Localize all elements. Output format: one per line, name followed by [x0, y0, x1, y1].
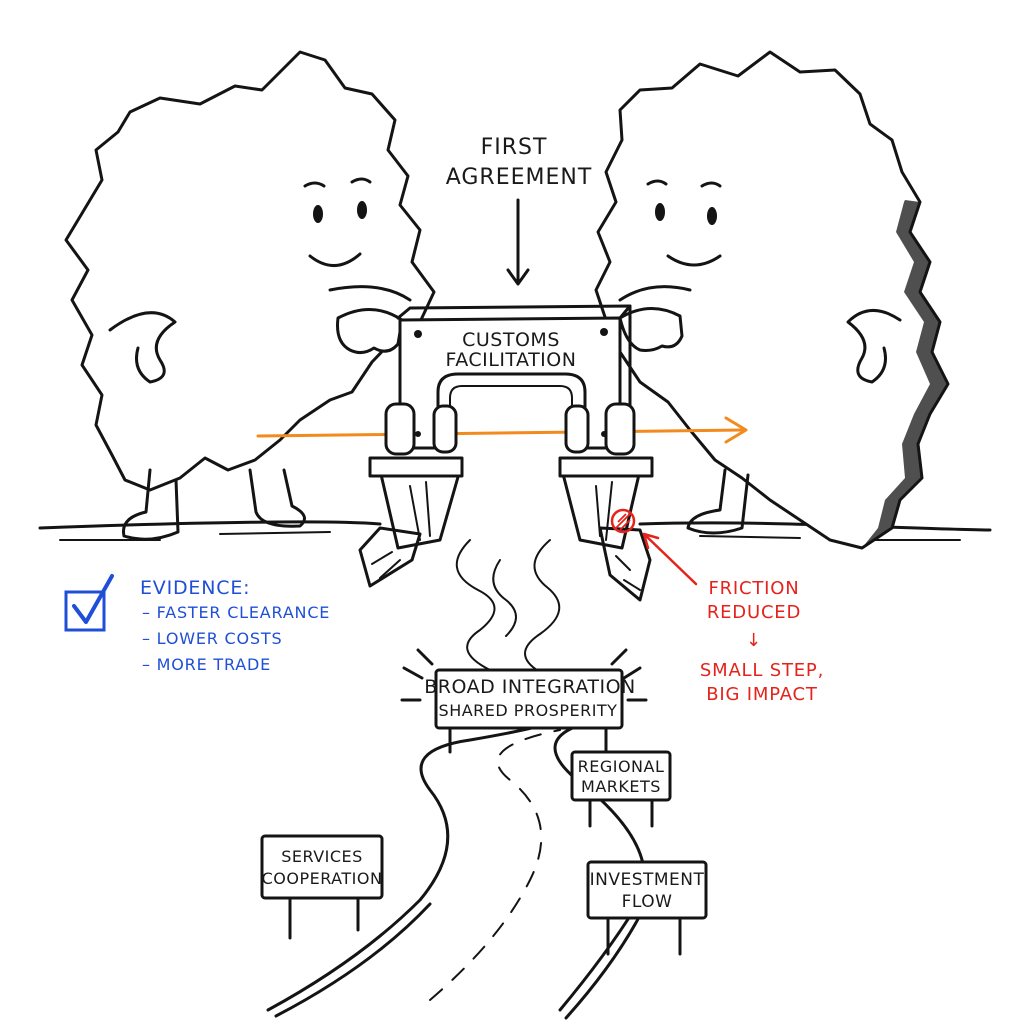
friction-line1: FRICTION: [708, 578, 799, 599]
regional-markets-sign: REGIONAL MARKETS: [570, 750, 672, 828]
evidence-title: EVIDENCE:: [140, 577, 250, 599]
regional-sign-line2: MARKETS: [581, 777, 661, 796]
friction-marker-icon: [610, 508, 636, 534]
bridge-label-line2: FACILITATION: [446, 349, 577, 371]
evidence-item: – FASTER CLEARANCE: [142, 603, 330, 622]
first-agreement-line1: FIRST: [481, 135, 548, 160]
services-cooperation-sign: SERVICES COOPERATION: [260, 834, 384, 940]
bridge-label-line1: CUSTOMS: [462, 329, 560, 351]
first-agreement-callout: FIRST AGREEMENT: [446, 135, 593, 286]
customs-bridge: CUSTOMS FACILITATION: [368, 304, 654, 550]
evidence-checklist: EVIDENCE: – FASTER CLEARANCE – LOWER COS…: [64, 574, 330, 674]
friction-line2: REDUCED: [707, 602, 801, 623]
services-sign-line1: SERVICES: [281, 847, 363, 866]
friction-line3: SMALL STEP,: [700, 660, 824, 681]
down-arrow-icon: [506, 198, 530, 286]
investment-sign-line2: FLOW: [622, 892, 673, 912]
first-agreement-line2: AGREEMENT: [446, 165, 593, 190]
friction-line4: BIG IMPACT: [706, 684, 818, 705]
investment-flow-sign: INVESTMENT FLOW: [586, 860, 708, 956]
checkbox-check-icon: [64, 590, 106, 632]
evidence-item: – MORE TRADE: [142, 655, 271, 674]
services-sign-line2: COOPERATION: [262, 869, 383, 888]
river: [358, 526, 652, 673]
friction-callout: FRICTION REDUCED ↓ SMALL STEP, BIG IMPAC…: [610, 508, 824, 705]
goal-sign-line1: BROAD INTEGRATION: [424, 676, 636, 698]
regional-sign-line1: REGIONAL: [578, 757, 665, 776]
right-country-character: [594, 50, 950, 550]
goal-sign-line2: SHARED PROSPERITY: [439, 701, 618, 720]
goal-sign: BROAD INTEGRATION SHARED PROSPERITY: [400, 648, 648, 754]
left-country-character: [64, 50, 436, 541]
friction-arrow: ↓: [746, 630, 762, 651]
investment-sign-line1: INVESTMENT: [590, 870, 705, 890]
evidence-item: – LOWER COSTS: [142, 629, 282, 648]
trade-flow-arrow-icon: [256, 416, 748, 444]
